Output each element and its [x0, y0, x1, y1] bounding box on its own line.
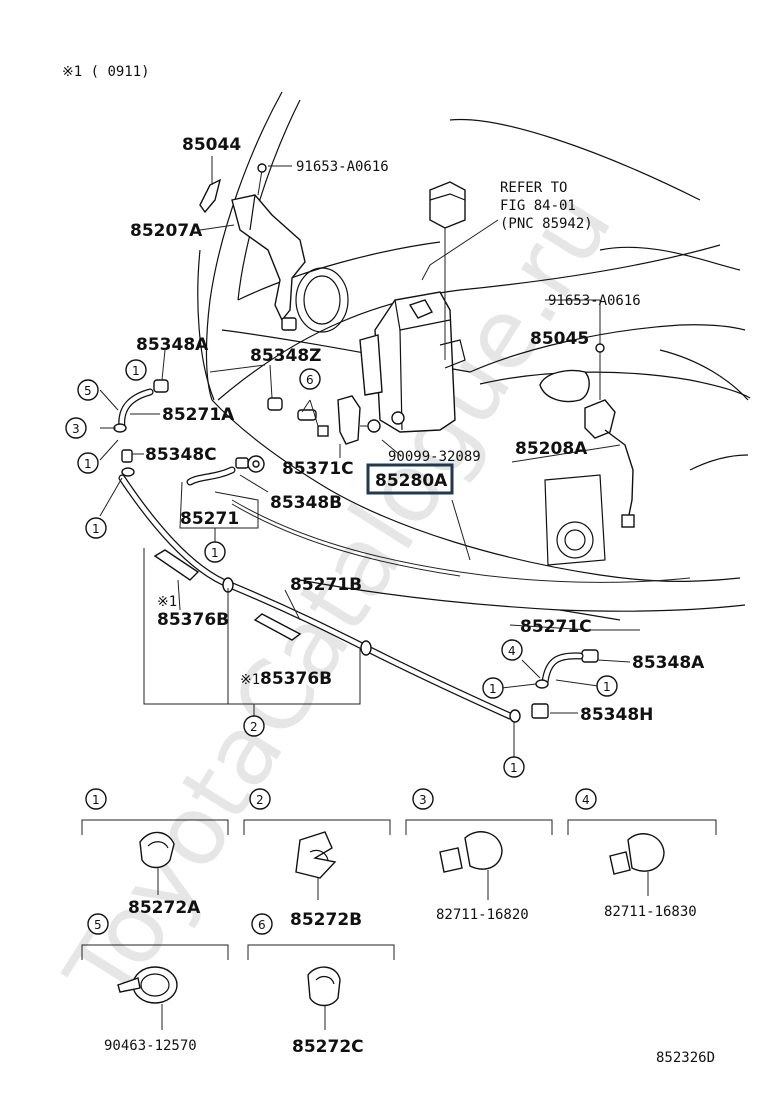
svg-text:2: 2 [250, 720, 258, 734]
callout-85271C: 85271C [520, 617, 592, 637]
diagram-circle-refs: 1 5 3 1 6 1 1 2 4 1 1 1 [65, 359, 618, 778]
callout-85271: 85271 [180, 509, 239, 529]
legend-num-3: 3 [419, 793, 427, 807]
legend-item-6: 6 85272C [247, 913, 395, 1057]
legend-item-3: 3 82711-16820 [405, 788, 553, 923]
svg-text:4: 4 [508, 644, 516, 658]
callout-85045: 85045 [530, 329, 589, 349]
legend-part-4: 82711-16830 [604, 904, 697, 920]
callout-85348C: 85348C [145, 445, 217, 465]
callout-85348A-right: 85348A [632, 653, 705, 673]
legend-num-1: 1 [92, 793, 100, 807]
callout-90099: 90099-32089 [388, 449, 481, 465]
callouts: 85044 91653-A0616 85207A 91653-A0616 850… [130, 135, 705, 725]
legend-item-2: 2 85272B [243, 788, 391, 930]
highlight-box-85280A [366, 463, 454, 495]
legend-part-3: 82711-16820 [436, 907, 529, 923]
svg-text:6: 6 [306, 373, 314, 387]
headlamp-washer-cover-right [539, 369, 590, 403]
callout-85208A: 85208A [515, 439, 588, 459]
callout-91653-right: 91653-A0616 [548, 293, 641, 309]
callout-85376B-1: 85376B [157, 610, 229, 630]
leader-lines [99, 156, 640, 758]
washer-pump [337, 395, 381, 445]
legend-part-1: 85272A [128, 898, 201, 918]
protector-sleeves [153, 549, 302, 641]
svg-text:1: 1 [603, 680, 611, 694]
svg-text:1: 1 [211, 546, 219, 560]
legend-num-6: 6 [258, 918, 266, 932]
svg-text:1: 1 [132, 364, 140, 378]
callout-85376B-2: 85376B [260, 669, 332, 689]
legend-item-5: 5 90463-12570 [81, 913, 229, 1054]
callout-85348Z: 85348Z [250, 346, 321, 366]
svg-text:1: 1 [510, 761, 518, 775]
washer-reservoir-tank [359, 291, 466, 433]
legend-part-5: 90463-12570 [104, 1038, 197, 1054]
connectors-group [121, 379, 599, 719]
svg-text:5: 5 [84, 384, 92, 398]
callout-85348A-left: 85348A [136, 335, 209, 355]
svg-text:1: 1 [489, 682, 497, 696]
refer-note: REFER TO FIG 84-01 (PNC 85942) [421, 180, 593, 281]
callout-85207A: 85207A [130, 221, 203, 241]
legend-part-2: 85272B [290, 910, 362, 930]
refer-note-line-1: REFER TO [500, 180, 567, 196]
svg-text:3: 3 [72, 422, 80, 436]
legend-item-4: 4 82711-16830 [567, 788, 717, 920]
vehicle-body-outline [197, 91, 751, 621]
svg-text:1: 1 [84, 457, 92, 471]
reservoir-cap [429, 181, 466, 360]
header-note: ※1 ( 0911) [62, 64, 150, 80]
mark-1-b: ※1 [240, 672, 260, 688]
headlamp-washer-arm-left [199, 163, 306, 331]
refer-note-line-2: FIG 84-01 [500, 198, 576, 214]
callout-85280A[interactable]: 85280A [375, 471, 448, 491]
headlamp-washer-arm-right [584, 340, 635, 528]
callout-85044: 85044 [182, 135, 241, 155]
callout-85348H: 85348H [580, 705, 653, 725]
callout-85371C: 85371C [282, 459, 354, 479]
legend-item-1: 1 85272A [81, 788, 229, 918]
refer-note-line-3: (PNC 85942) [500, 216, 593, 232]
legend-num-2: 2 [256, 793, 264, 807]
diagram-code: 852326D [656, 1050, 715, 1066]
callout-91653-top: 91653-A0616 [296, 159, 389, 175]
svg-text:1: 1 [92, 522, 100, 536]
legend-part-6: 85272C [292, 1037, 364, 1057]
callout-85348B: 85348B [270, 493, 342, 513]
mark-1-a: ※1 [157, 594, 177, 610]
callout-85271B: 85271B [290, 575, 362, 595]
callout-85271A: 85271A [162, 405, 235, 425]
legend-num-4: 4 [582, 793, 590, 807]
legend-num-5: 5 [94, 918, 102, 932]
